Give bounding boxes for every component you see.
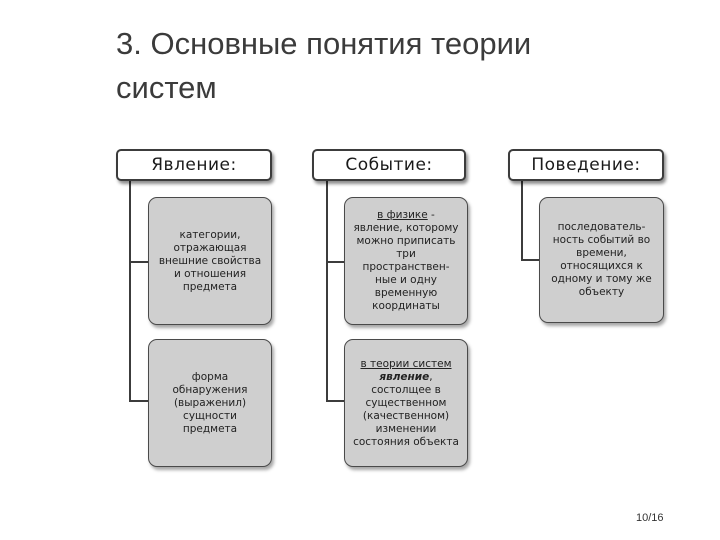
event-box-1-lead: в физике [377,209,428,221]
header-phenomenon: Явление: [116,149,272,181]
event-box-2: в теории систем явление, состолщее в сущ… [344,339,468,467]
slide-title: 3. Основные понятия теории систем [116,26,532,105]
behavior-box-1-text: последователь-ность событий во времени, … [551,221,652,298]
connector-col2 [326,181,328,401]
event-box-2-content: в теории систем явление, состолщее в сущ… [353,358,459,449]
behavior-box-1: последователь-ность событий во времени, … [539,197,664,323]
event-box-2-lead: в теории систем [360,357,452,370]
header-event-label: Событие: [345,155,433,175]
connector-col3 [521,181,523,261]
phenomenon-box-2-text: форма обнаружения (выраженил) сущности п… [172,370,248,435]
header-phenomenon-label: Явление: [151,155,237,175]
connector-col1-branch2 [129,400,148,402]
header-event: Событие: [312,149,466,181]
header-behavior: Поведение: [508,149,664,181]
event-box-2-emph: явление [379,370,430,383]
connector-col2-branch1 [326,261,344,263]
connector-col3-branch1 [521,259,539,261]
phenomenon-box-1: категории, отражающая внешние свойства и… [148,197,272,325]
phenomenon-box-1-text: категории, отражающая внешние свойства и… [158,228,262,293]
header-behavior-label: Поведение: [531,155,641,175]
event-box-1: в физике - явление, которому можно припи… [344,197,468,325]
phenomenon-box-2: форма обнаружения (выраженил) сущности п… [148,339,272,467]
event-box-2-text: , состолщее в существенном (качественном… [353,370,459,448]
connector-col2-branch2 [326,400,344,402]
connector-col1-branch1 [129,261,148,263]
event-box-1-text: - явление, которому можно приписать три … [353,209,459,312]
connector-col1 [129,181,131,401]
event-box-1-content: в физике - явление, которому можно припи… [353,209,459,313]
page-number: 10/16 [636,512,664,524]
